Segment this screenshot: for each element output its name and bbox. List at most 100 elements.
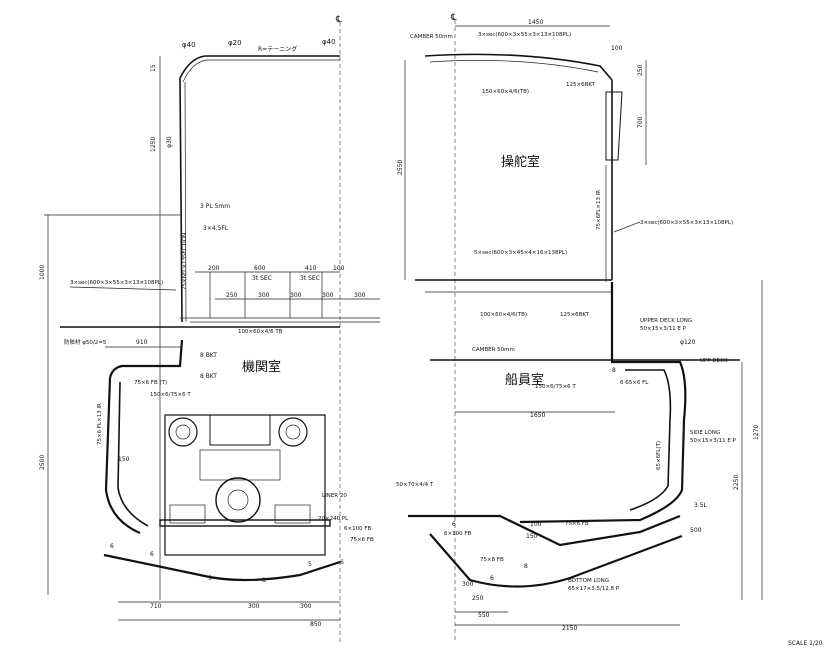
right-floor-label: 50×70×4/4 T (396, 482, 434, 488)
turbo-left (168, 417, 198, 447)
right-bottom-dim-1: 550 (478, 612, 490, 619)
roof-width: 1450 (528, 19, 543, 26)
right-bottom-mark-3: 8 (524, 563, 528, 570)
right-floor-fb: 6×100 FB (444, 531, 472, 537)
window-pane (605, 91, 623, 161)
left-midship-section: ℄ φ40 φ20 φ40 R=テーニング φ30 3 PL 5mm 3×4.5… (39, 15, 380, 645)
wheelhouse-height: 2550 (397, 160, 404, 175)
right-bottom-dim-2: 2150 (562, 625, 577, 632)
side-long: SIDE LONG (690, 430, 720, 436)
post-long-label: 75×6FL×13SECTION (182, 233, 188, 290)
bottom-mark-4: 8 (262, 577, 266, 584)
bkt-label-1: 8 BKT (200, 352, 217, 359)
left-frame (117, 381, 149, 527)
vent-label: 防舷材 φ50/2=5 (64, 338, 107, 346)
side-post-label: 75×6FL×13 IR (596, 190, 602, 230)
crew-frame-side: 6 65×6 FL (620, 380, 649, 386)
right-bottom-mark-5: 150 (526, 533, 538, 540)
bottom-mark-2: 6 (150, 551, 154, 558)
bottom-long-size: 65×17×3.5/12.8 P (568, 586, 620, 592)
bottom-mark-6: 6 (340, 559, 344, 566)
upp-deck-label: UPP DECK (700, 358, 728, 364)
bilge-mark: 300 (462, 581, 474, 588)
left-roof-inner (182, 59, 340, 83)
post-label: φ30 (166, 136, 173, 148)
roof-mark-1: φ40 (182, 41, 196, 49)
upper-deck-long: UPPER DECK LONG (640, 318, 692, 324)
cylinder-head (209, 414, 271, 446)
roof-mark-3: φ40 (322, 38, 336, 46)
left-side-post-inner (184, 81, 187, 323)
deck-spacing-2: 300 (258, 292, 270, 299)
height-dim-4: 2500 (39, 455, 46, 470)
turbo-right-core (285, 424, 301, 440)
window-dim-2: 700 (637, 116, 644, 128)
side-beam-label: 3×sec(600×3×55×3×13×108PL) (640, 220, 733, 226)
right-roof-inner (429, 60, 599, 73)
engine-mid (199, 449, 281, 481)
deck-top-dim-2: 600 (254, 265, 266, 272)
deck-beam-leader (69, 286, 177, 291)
scale-label: SCALE 1/20 (788, 640, 823, 647)
height-dim-1: 15 (150, 64, 157, 72)
roof-bkt: 100 (611, 45, 623, 52)
engine-block (159, 414, 331, 556)
wh-deck-frame-label: 100×60×4/6(TB) (480, 312, 527, 318)
wh-deck-bkt-label: 125×6BKT (560, 312, 590, 318)
keel-dim: 850 (310, 621, 322, 628)
right-centreline-mark: ℄ (450, 13, 457, 23)
frame-label-a: 75×6 FB (T) (134, 380, 167, 386)
bottom-dim-1: 710 (150, 603, 162, 610)
deck-top-dim-1: 200 (208, 265, 220, 272)
crew-frame-dim: 8 (612, 367, 616, 374)
deck-spacing-1: 250 (226, 292, 238, 299)
bkt-label-2: 8 BKT (200, 373, 217, 380)
deck-beam-label: 3×sec(600×3×55×3×13×108PL) (70, 280, 163, 286)
right-bottom-mark-1: 6 (452, 521, 456, 528)
roof-cant-label: R=テーニング (258, 45, 297, 53)
flywheel (215, 477, 261, 523)
side-beam-leader (613, 221, 641, 233)
deck-spacing-4: 300 (322, 292, 334, 299)
side-frame-label: 75×6 FL×13 IR (97, 403, 103, 445)
crew-frame-label: 150×6/75×6 T (535, 384, 576, 390)
left-side-shell (104, 377, 141, 535)
deck-sec-2: 3t SEC (300, 275, 320, 282)
right-side-frame-label: 65×6FL(T) (656, 441, 662, 470)
camber-top-label: CAMBER 50mm (410, 34, 453, 40)
camber-lower-label: CAMBER 50mm (472, 347, 515, 353)
right-midship-section: ℄ CAMBER 50mm 1450 3×sec(600×3×55×3×13×1… (396, 13, 763, 640)
roof-frame-label: 150×60×4/6(TB) (482, 89, 529, 95)
coaming-dim: 910 (136, 339, 148, 346)
engine-room-label: 機関室 (242, 359, 281, 375)
bottom-long: BOTTOM LONG (568, 578, 609, 584)
bottom-mark-1: 6 (110, 543, 114, 550)
hatch-dim: φ120 (680, 339, 696, 346)
deck-girder-label: 100×60×4/6 TB (238, 329, 283, 335)
deck-spacing-5: 300 (354, 292, 366, 299)
side-long-size: 50×15×3/11 E P (690, 438, 737, 444)
side-height-2: 1270 (753, 425, 760, 440)
right-bottom-mark-6: 250 (472, 595, 484, 602)
right-side-shell (519, 282, 687, 524)
crew-room-label: 船員室 (505, 372, 544, 388)
floor-label: 6×100 FB (344, 526, 372, 532)
right-bottom-mark-7: 500 (690, 527, 702, 534)
right-bottom-mark-4: 100 (530, 521, 542, 528)
engine-liner-label: LINER 20 (322, 493, 347, 499)
left-gunwale (108, 339, 184, 379)
right-bottom-mark-2: 6 (490, 575, 494, 582)
wh-deck-beam-label: 5×sec(600×3×45×4×16×138PL) (474, 250, 567, 256)
roof-mark-2: φ20 (228, 39, 242, 47)
crew-width: 1650 (530, 412, 545, 419)
left-roof-plate (179, 55, 340, 79)
engine-mount-left (169, 504, 206, 524)
engine-mount-right (274, 504, 311, 524)
post-side-label: 3×4.5FL (203, 225, 229, 232)
right-frame (625, 369, 672, 511)
girder-label: 20×240 PL (318, 516, 349, 522)
window-dim-1: 250 (637, 64, 644, 76)
roof-beam-label: 3×sec(600×3×55×3×13×108PL) (478, 32, 571, 38)
side-dim: 150 (118, 456, 130, 463)
